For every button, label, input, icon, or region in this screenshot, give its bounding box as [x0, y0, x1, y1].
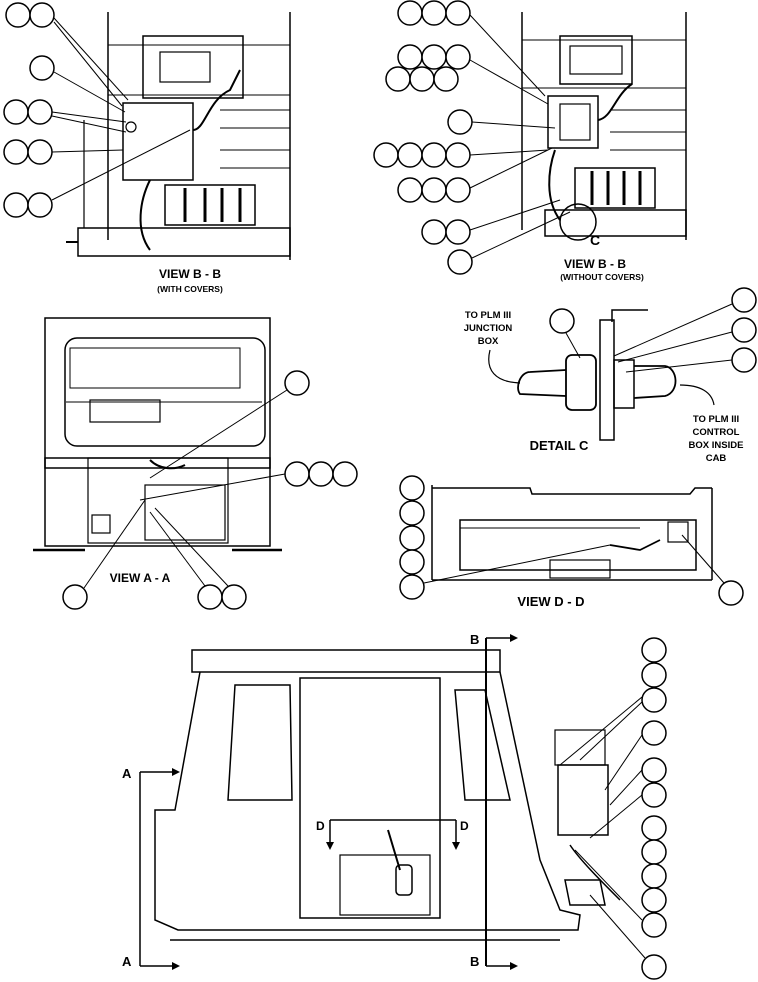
- view-aa-balloons: [62, 370, 358, 610]
- section-marker-b-bottom-label: B: [470, 954, 479, 969]
- view-bb-with-covers-title: VIEW B - B: [159, 267, 221, 281]
- detail-c-note-left: TO PLM III JUNCTION BOX: [464, 310, 513, 347]
- detail-c-title: DETAIL C: [530, 438, 589, 453]
- section-marker-d-right-label: D: [460, 819, 469, 833]
- detail-c-note-left-line-2: JUNCTION: [464, 323, 513, 334]
- detail-c-drawing: [488, 309, 715, 441]
- detail-c-balloons: [549, 287, 757, 373]
- view-bb-without-covers-balloons: [373, 0, 571, 275]
- view-dd-drawing: [431, 485, 713, 581]
- section-marker-b: [485, 634, 518, 970]
- section-marker-d: [326, 819, 460, 850]
- view-bb-with-covers-subtitle: (WITH COVERS): [157, 284, 223, 294]
- view-bb-without-covers-subtitle: (WITHOUT COVERS): [560, 272, 644, 282]
- cab-drawing: [154, 649, 621, 941]
- section-marker-a-bottom-label: A: [122, 954, 132, 969]
- cab-balloons: [559, 637, 667, 980]
- view-dd-title: VIEW D - D: [517, 594, 584, 609]
- detail-c-callout-letter: C: [590, 232, 600, 248]
- view-bb-without-covers-title: VIEW B - B: [564, 257, 626, 271]
- detail-c-note-left-line-3: BOX: [478, 336, 499, 347]
- view-bb-with-covers-drawing: [66, 12, 291, 260]
- section-marker-b-top-label: B: [470, 632, 479, 647]
- detail-c-note-left-line-1: TO PLM III: [465, 310, 511, 321]
- view-aa-title: VIEW A - A: [110, 571, 171, 585]
- detail-c-note-right-line-1: TO PLM III: [693, 414, 739, 425]
- section-marker-d-left-label: D: [316, 819, 325, 833]
- detail-c-note-right: TO PLM III CONTROL BOX INSIDE CAB: [689, 414, 744, 464]
- detail-c-note-right-line-2: CONTROL: [693, 427, 740, 438]
- section-marker-a-top-label: A: [122, 766, 132, 781]
- view-dd-balloons: [399, 475, 744, 606]
- view-bb-with-covers-balloons: [3, 2, 191, 218]
- section-marker-a: [139, 768, 180, 970]
- detail-c-note-right-line-4: CAB: [706, 453, 727, 464]
- view-bb-without-covers-drawing: [521, 12, 687, 241]
- view-aa-drawing: [33, 317, 282, 552]
- detail-c-note-right-line-3: BOX INSIDE: [689, 440, 744, 451]
